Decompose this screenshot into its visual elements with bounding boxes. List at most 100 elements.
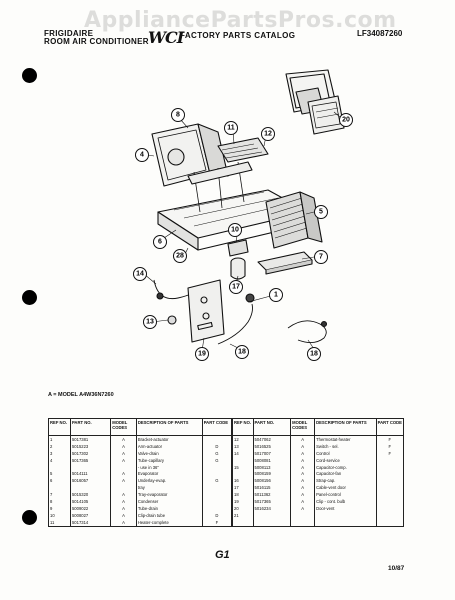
catalog-title: FACTORY PARTS CATALOG (180, 31, 296, 40)
table-cell: A (110, 442, 137, 450)
svg-text:11: 11 (227, 125, 235, 132)
table-cell: 17 (232, 484, 254, 492)
table-cell: 10 (48, 511, 71, 519)
table-cell: A (110, 470, 137, 478)
column-header: MODEL CODES (110, 418, 137, 436)
table-cell: D (201, 442, 233, 450)
svg-text:1: 1 (274, 292, 278, 299)
table-cell: F (375, 449, 405, 457)
table-cell: 1 (48, 435, 71, 443)
table-cell (314, 511, 377, 519)
table-cell (48, 463, 71, 471)
table-cell: Valve-drain (135, 449, 203, 457)
table-row: - use in 36" (48, 463, 233, 471)
brand-name: FRIGIDAIRE (44, 29, 94, 38)
table-cell (375, 463, 405, 471)
svg-text:18: 18 (238, 349, 246, 356)
table-cell: 5016234 (252, 504, 292, 512)
table-cell: A (110, 456, 137, 464)
table-cell: G (201, 456, 233, 464)
binder-hole-bottom (22, 510, 37, 525)
table-cell: 9 (48, 504, 71, 512)
callout-7: 7 (314, 250, 328, 264)
table-cell: tray (135, 484, 203, 492)
svg-text:7: 7 (319, 254, 323, 261)
column-header: PART CODE (375, 418, 405, 436)
table-cell: A (110, 518, 137, 527)
table-cell (375, 484, 405, 492)
table-cell (232, 456, 254, 464)
model-number: LF34087260 (357, 29, 403, 38)
table-cell: Tube-drain (135, 504, 203, 512)
column-header: MODEL CODES (290, 418, 316, 436)
table-cell (375, 456, 405, 464)
svg-text:19: 19 (198, 351, 206, 358)
table-cell: A (110, 449, 137, 457)
model-legend-note: A = MODEL A4W36N7260 (48, 392, 114, 398)
table-cell (375, 477, 405, 485)
table-cell: 5015223 (69, 442, 112, 450)
table-cell (201, 504, 233, 512)
callout-12: 12 (261, 127, 275, 141)
table-cell: Tray-evaporator (135, 491, 203, 499)
table-cell: - use in 36" (135, 463, 203, 471)
table-cell (290, 511, 316, 519)
column-header: REF NO. (232, 418, 254, 436)
wci-logo: WCI (148, 28, 184, 47)
column-header: PART CODE (201, 418, 233, 436)
table-cell: 20 (232, 504, 254, 512)
table-cell: 13 (232, 442, 254, 450)
watermark: AppliancePartsPros.com (84, 8, 397, 33)
callout-20: 20 (339, 113, 353, 127)
table-cell: A (290, 498, 316, 505)
table-cell: F (201, 518, 233, 527)
table-cell (375, 511, 405, 519)
table-cell: Capacitor-fan (314, 470, 377, 478)
table-cell: A (110, 491, 137, 499)
table-cell (375, 504, 405, 512)
table-cell: 5047062 (252, 435, 292, 443)
table-cell: 8 (48, 498, 71, 505)
table-cell: Bracket-actuator (135, 435, 203, 443)
table-cell (110, 463, 137, 471)
callout-4: 4 (135, 148, 149, 162)
table-cell: A (290, 491, 316, 499)
callout-11: 11 (224, 121, 238, 135)
table-cell: A (290, 456, 316, 464)
table-cell: F (375, 435, 405, 443)
table-cell (252, 518, 292, 527)
table-cell: G (201, 449, 233, 457)
table-cell: 5008113 (252, 463, 292, 471)
table-cell: 5015320 (69, 491, 112, 499)
table-cell: 21 (232, 511, 254, 519)
brand-block: FRIGIDAIRE ROOM AIR CONDITIONER (44, 30, 149, 46)
table-cell: 5014111 (69, 470, 112, 478)
table-cell: A (290, 442, 316, 450)
page-code: G1 (215, 549, 230, 561)
table-cell: 15 (232, 463, 254, 471)
table-cell (375, 498, 405, 505)
svg-text:8: 8 (176, 112, 180, 119)
table-cell: 19 (232, 498, 254, 505)
table-cell (314, 518, 377, 527)
svg-text:13: 13 (146, 319, 154, 326)
table-cell: 5016525 (252, 442, 292, 450)
table-cell (201, 435, 233, 443)
svg-text:18: 18 (310, 351, 318, 358)
table-cell: A (290, 435, 316, 443)
callout-13: 13 (143, 315, 157, 329)
table-cell: 5016057 (69, 477, 112, 485)
